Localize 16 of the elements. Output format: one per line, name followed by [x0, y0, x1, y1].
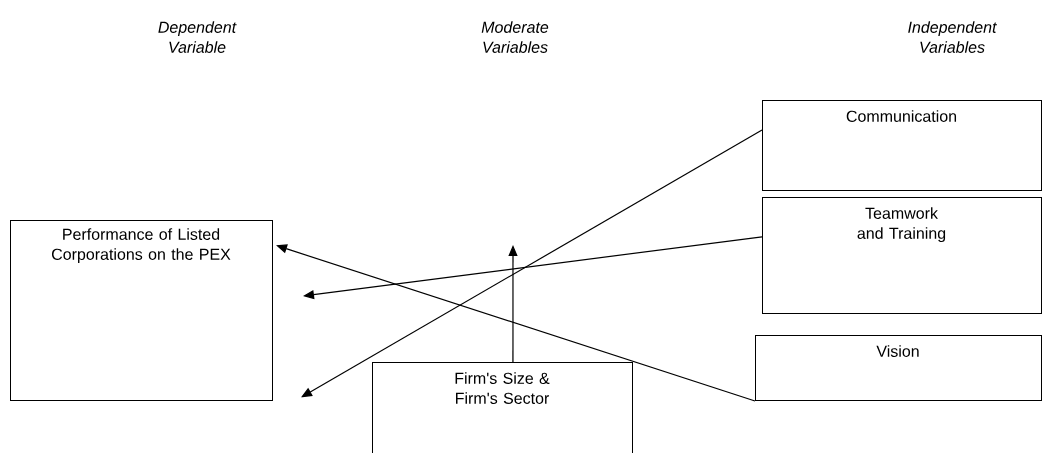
- text-box: [10, 220, 273, 401]
- text-box: [372, 362, 633, 453]
- box-text: Communication: [846, 110, 957, 122]
- arrow: [276, 244, 756, 402]
- box-text: Vision: [876, 345, 919, 357]
- box-text: Performance of Listed Corporations on the PEX: [52, 228, 231, 264]
- text-box: [755, 335, 1042, 401]
- arrow: [301, 129, 763, 398]
- text-box: [762, 100, 1042, 191]
- column-heading: Moderate Variables: [481, 21, 549, 53]
- box-text: Firm's Size & Firm's Sector: [455, 372, 550, 404]
- box-text: Teamwork and Training: [857, 207, 946, 243]
- arrow: [303, 236, 763, 300]
- column-heading: Independent Variables: [908, 21, 998, 53]
- column-heading: Dependent Variable: [158, 21, 237, 53]
- text-box: [762, 197, 1042, 314]
